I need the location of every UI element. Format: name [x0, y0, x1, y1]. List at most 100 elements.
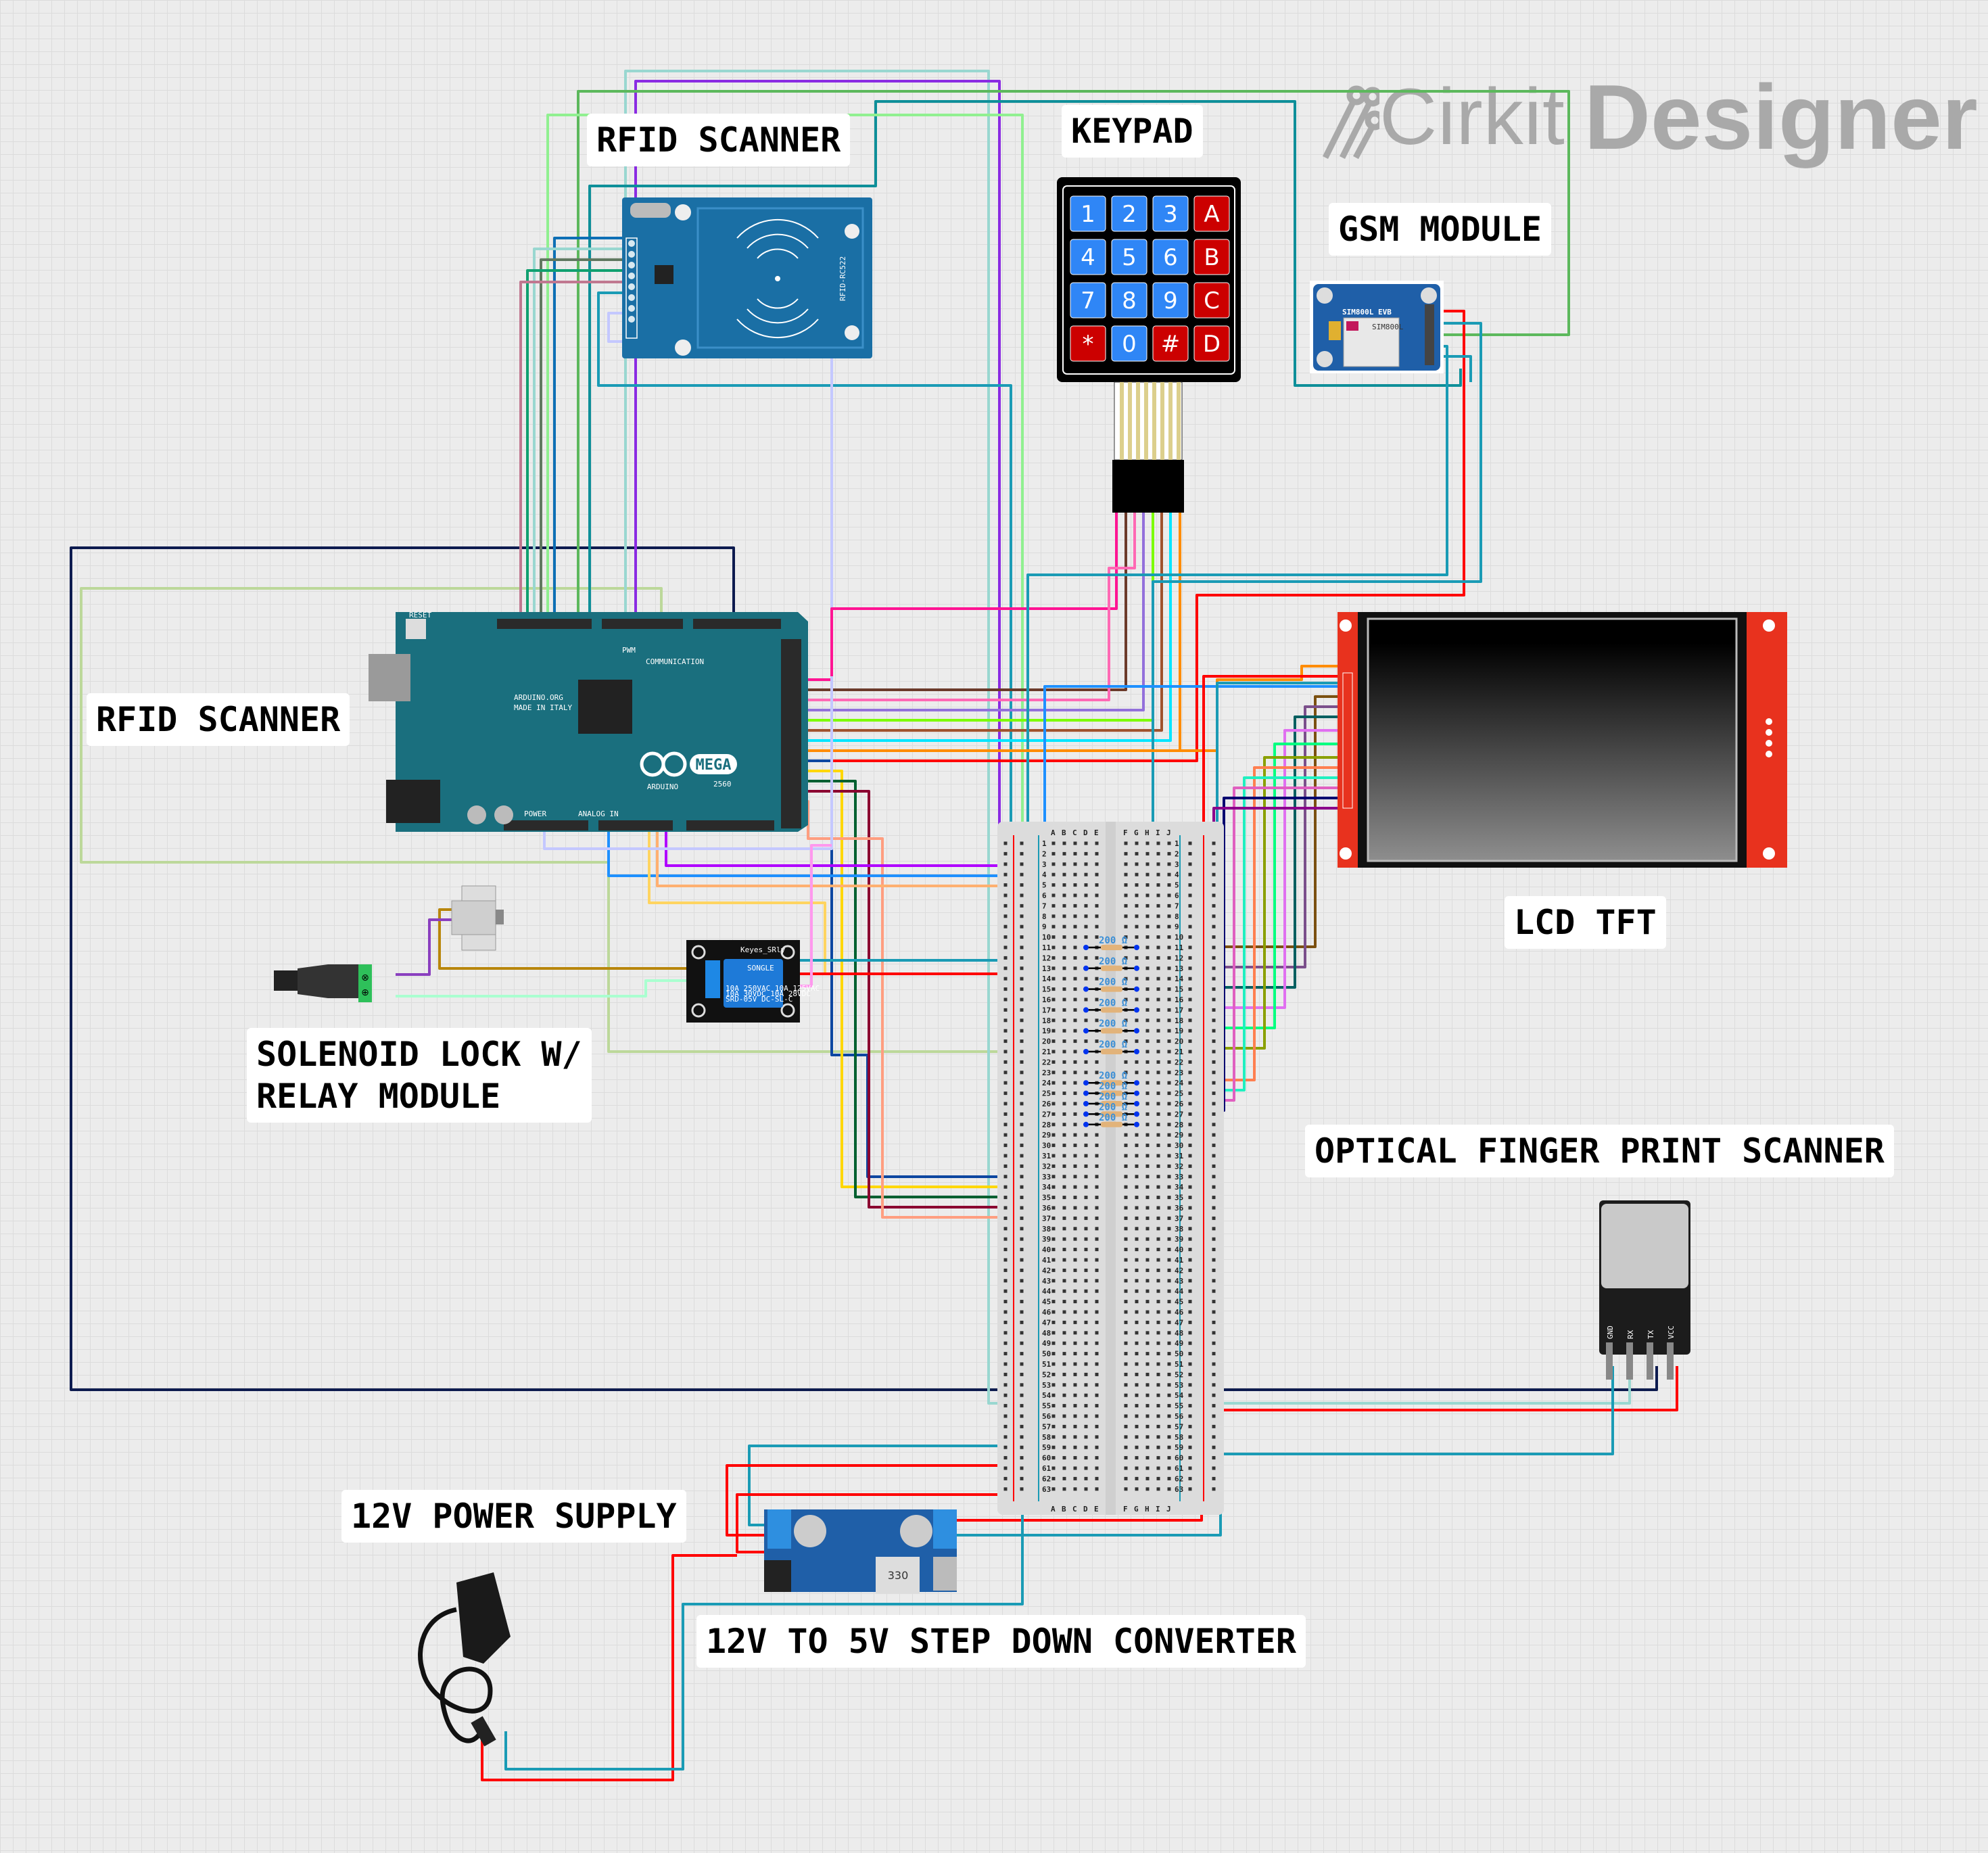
bb-hole[interactable] — [1156, 1196, 1160, 1200]
bb-hole[interactable] — [1095, 1144, 1099, 1148]
resistor-200-ohm[interactable]: 200 Ω — [1083, 1018, 1139, 1034]
bb-hole[interactable] — [1051, 841, 1056, 845]
bb-hole[interactable] — [1003, 1071, 1008, 1075]
bb-hole[interactable] — [1188, 1050, 1192, 1054]
bb-hole[interactable] — [1145, 1466, 1150, 1470]
bb-hole[interactable] — [1062, 1206, 1066, 1210]
keypad-key-0[interactable]: 0 — [1111, 325, 1147, 362]
bb-hole[interactable] — [1124, 914, 1128, 918]
bb-hole[interactable] — [1020, 1164, 1024, 1168]
wire-bb-gnd-left[interactable] — [748, 1445, 1022, 1526]
bb-hole[interactable] — [1073, 1404, 1077, 1408]
bb-hole[interactable] — [1212, 1175, 1216, 1179]
bb-hole[interactable] — [1124, 977, 1128, 981]
bb-hole[interactable] — [1003, 1289, 1008, 1293]
bb-hole[interactable] — [1145, 851, 1150, 855]
bb-hole[interactable] — [1084, 1352, 1088, 1356]
bb-hole[interactable] — [1156, 1227, 1160, 1231]
bb-hole[interactable] — [1020, 1144, 1024, 1148]
bb-hole[interactable] — [1062, 1154, 1066, 1158]
bb-hole[interactable] — [1156, 1154, 1160, 1158]
bb-hole[interactable] — [1003, 1092, 1008, 1096]
bb-hole[interactable] — [1020, 1456, 1024, 1460]
bb-hole[interactable] — [1095, 1352, 1099, 1356]
bb-hole[interactable] — [1167, 987, 1171, 991]
bb-hole[interactable] — [1212, 1029, 1216, 1033]
bb-hole[interactable] — [1073, 987, 1077, 991]
bb-hole[interactable] — [1188, 1435, 1192, 1439]
bb-hole[interactable] — [1003, 1414, 1008, 1418]
bb-hole[interactable] — [1135, 1331, 1139, 1335]
bb-hole[interactable] — [1062, 1300, 1066, 1304]
bb-hole[interactable] — [1020, 1060, 1024, 1064]
wire-lcd-1[interactable] — [1202, 675, 1352, 842]
bb-hole[interactable] — [1095, 1216, 1099, 1220]
bb-hole[interactable] — [1167, 851, 1171, 855]
bb-hole[interactable] — [1188, 956, 1192, 960]
bb-hole[interactable] — [1212, 1424, 1216, 1428]
bb-hole[interactable] — [1051, 1216, 1056, 1220]
bb-hole[interactable] — [1188, 1362, 1192, 1366]
bb-hole[interactable] — [1124, 1268, 1128, 1272]
bb-hole[interactable] — [1145, 1487, 1150, 1491]
bb-hole[interactable] — [1084, 1018, 1088, 1023]
bb-hole[interactable] — [1212, 1268, 1216, 1272]
bb-hole[interactable] — [1051, 851, 1056, 855]
bb-hole[interactable] — [1095, 1268, 1099, 1272]
bb-hole[interactable] — [1062, 904, 1066, 908]
bb-hole[interactable] — [1135, 1300, 1139, 1304]
bb-hole[interactable] — [1020, 987, 1024, 991]
bb-hole[interactable] — [1062, 1071, 1066, 1075]
bb-hole[interactable] — [1073, 1144, 1077, 1148]
bb-hole[interactable] — [1167, 956, 1171, 960]
bb-hole[interactable] — [1095, 914, 1099, 918]
bb-hole[interactable] — [1095, 1018, 1099, 1023]
bb-hole[interactable] — [1135, 924, 1139, 929]
bb-hole[interactable] — [1020, 1476, 1024, 1480]
bb-hole[interactable] — [1212, 1102, 1216, 1106]
bb-hole[interactable] — [1156, 1435, 1160, 1439]
bb-hole[interactable] — [1124, 851, 1128, 855]
bb-hole[interactable] — [1135, 1435, 1139, 1439]
bb-hole[interactable] — [1212, 1487, 1216, 1491]
bb-hole[interactable] — [1145, 1216, 1150, 1220]
bb-hole[interactable] — [1084, 1487, 1088, 1491]
bb-hole[interactable] — [1062, 914, 1066, 918]
wire-psu-pos[interactable] — [481, 1554, 737, 1781]
solenoid-lock[interactable] — [451, 885, 504, 951]
bb-hole[interactable] — [1073, 1445, 1077, 1449]
bb-hole[interactable] — [1095, 1372, 1099, 1376]
bb-hole[interactable] — [1051, 1008, 1056, 1012]
bb-hole[interactable] — [1167, 1383, 1171, 1387]
bb-hole[interactable] — [1135, 1237, 1139, 1241]
bb-hole[interactable] — [1188, 1008, 1192, 1012]
bb-hole[interactable] — [1124, 1331, 1128, 1335]
bb-hole[interactable] — [1020, 883, 1024, 887]
bb-hole[interactable] — [1062, 935, 1066, 939]
wire-relay-com[interactable] — [396, 979, 687, 998]
bb-hole[interactable] — [1156, 1445, 1160, 1449]
bb-hole[interactable] — [1167, 1414, 1171, 1418]
bb-hole[interactable] — [1156, 1071, 1160, 1075]
bb-hole[interactable] — [1003, 851, 1008, 855]
bb-hole[interactable] — [1145, 1154, 1150, 1158]
bb-hole[interactable] — [1051, 1414, 1056, 1418]
keypad-key-D[interactable]: D — [1193, 325, 1230, 362]
bb-hole[interactable] — [1003, 1081, 1008, 1085]
bb-hole[interactable] — [1084, 893, 1088, 897]
bb-hole[interactable] — [1020, 1227, 1024, 1231]
bb-hole[interactable] — [1156, 935, 1160, 939]
bb-hole[interactable] — [1062, 1352, 1066, 1356]
bb-hole[interactable] — [1020, 1404, 1024, 1408]
relay-module[interactable]: SONGLE 10A 250VAC 10A 125VAC 10A 30VDC 1… — [686, 940, 820, 1023]
bb-hole[interactable] — [1212, 883, 1216, 887]
bb-hole[interactable] — [1135, 1164, 1139, 1168]
bb-hole[interactable] — [1084, 935, 1088, 939]
bb-hole[interactable] — [1156, 851, 1160, 855]
bb-hole[interactable] — [1062, 1279, 1066, 1283]
bb-hole[interactable] — [1124, 998, 1128, 1002]
bb-hole[interactable] — [1062, 1362, 1066, 1366]
bb-hole[interactable] — [1051, 1071, 1056, 1075]
bb-hole[interactable] — [1212, 893, 1216, 897]
bb-hole[interactable] — [1212, 1320, 1216, 1324]
